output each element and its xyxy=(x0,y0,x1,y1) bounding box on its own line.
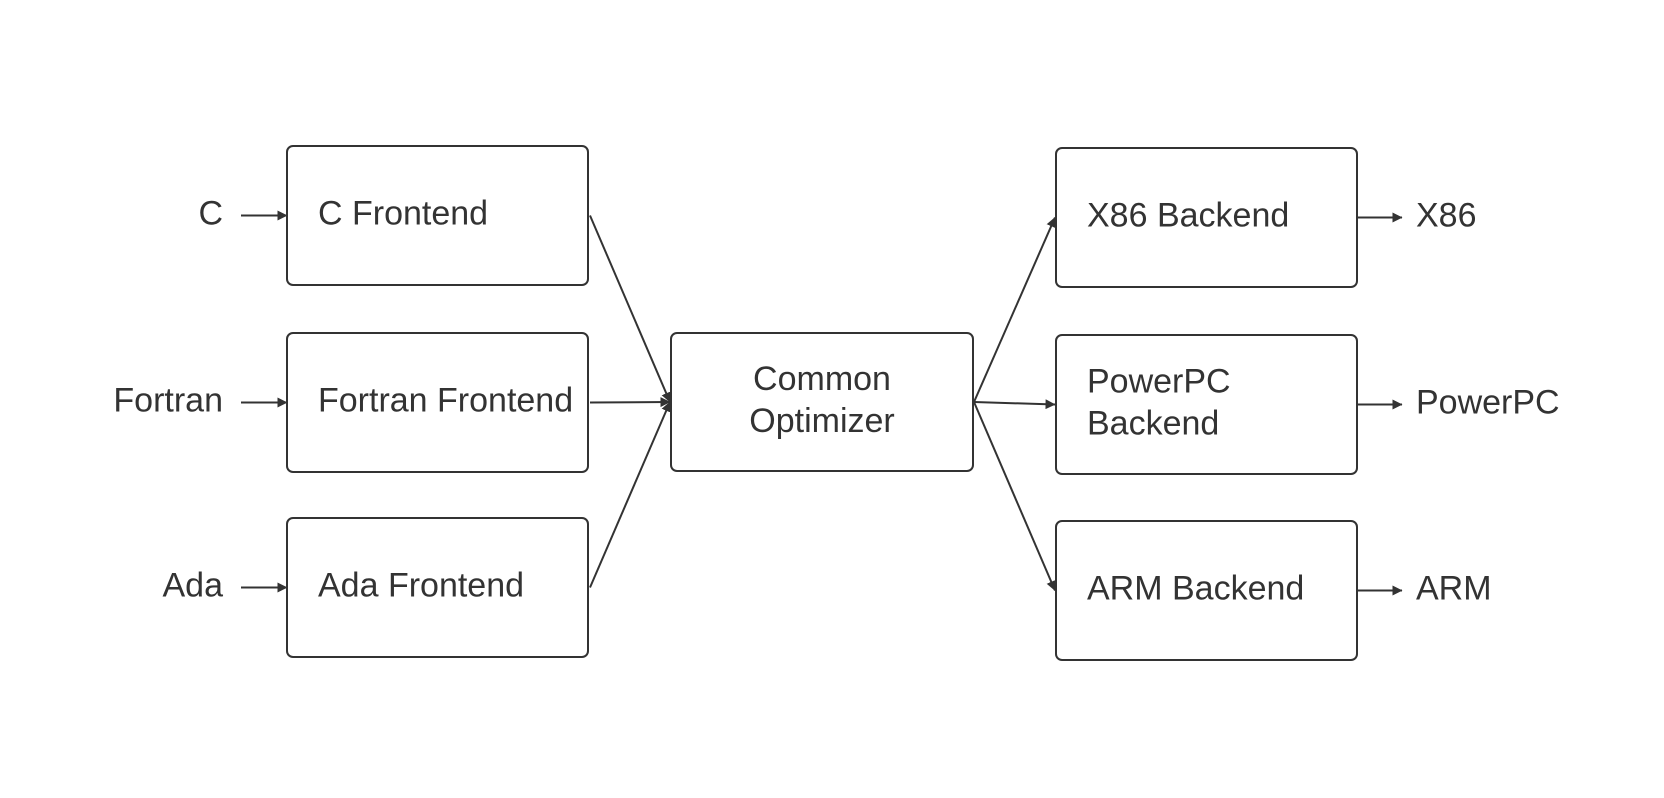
input-label-ada: Ada xyxy=(163,566,224,604)
backend-x86-backend: X86 Backend xyxy=(1055,147,1358,288)
common-optimizer-label: Common xyxy=(753,360,891,398)
backend-x86-backend-label: X86 Backend xyxy=(1087,196,1289,234)
frontend-fortran-frontend-label: Fortran Frontend xyxy=(318,381,573,419)
edge-optimizer-to-backend-1 xyxy=(973,217,1056,403)
backend-arm-backend-label: ARM Backend xyxy=(1087,569,1304,607)
frontend-ada-frontend-label: Ada Frontend xyxy=(318,566,524,604)
backend-arm-backend-box xyxy=(1055,520,1358,661)
frontend-fortran-frontend-box xyxy=(286,332,589,473)
backend-powerpc-backend-label: Backend xyxy=(1087,404,1219,442)
frontend-c-frontend-box xyxy=(286,145,589,286)
edge-frontend-to-optimizer-3 xyxy=(589,401,671,588)
output-label-arm: ARM xyxy=(1416,569,1492,607)
output-label-powerpc: PowerPC xyxy=(1416,383,1560,421)
common-optimizer-box xyxy=(670,332,974,472)
backend-powerpc-backend: PowerPC Backend xyxy=(1055,334,1358,475)
frontend-fortran-frontend: Fortran Frontend xyxy=(286,332,589,473)
backend-x86-backend-box xyxy=(1055,147,1358,288)
backend-powerpc-backend-label: PowerPC xyxy=(1087,362,1231,400)
edge-optimizer-to-backend-2 xyxy=(973,399,1056,410)
frontend-c-frontend-label: C Frontend xyxy=(318,194,488,232)
common-optimizer-label: Optimizer xyxy=(749,402,894,440)
frontend-ada-frontend-box xyxy=(286,517,589,658)
frontend-ada-frontend: Ada Frontend xyxy=(286,517,589,658)
edge-frontend-to-optimizer-2 xyxy=(589,397,671,408)
input-label-fortran: Fortran xyxy=(113,381,223,419)
backend-powerpc-backend-box xyxy=(1055,334,1358,475)
frontend-c-frontend: C Frontend xyxy=(286,145,589,286)
edge-optimizer-to-backend-3 xyxy=(973,401,1056,591)
edge-frontend-to-optimizer-1 xyxy=(589,215,671,403)
output-label-x86: X86 xyxy=(1416,196,1477,234)
edges xyxy=(241,210,1403,596)
backend-arm-backend: ARM Backend xyxy=(1055,520,1358,661)
input-label-c: C xyxy=(198,194,223,232)
